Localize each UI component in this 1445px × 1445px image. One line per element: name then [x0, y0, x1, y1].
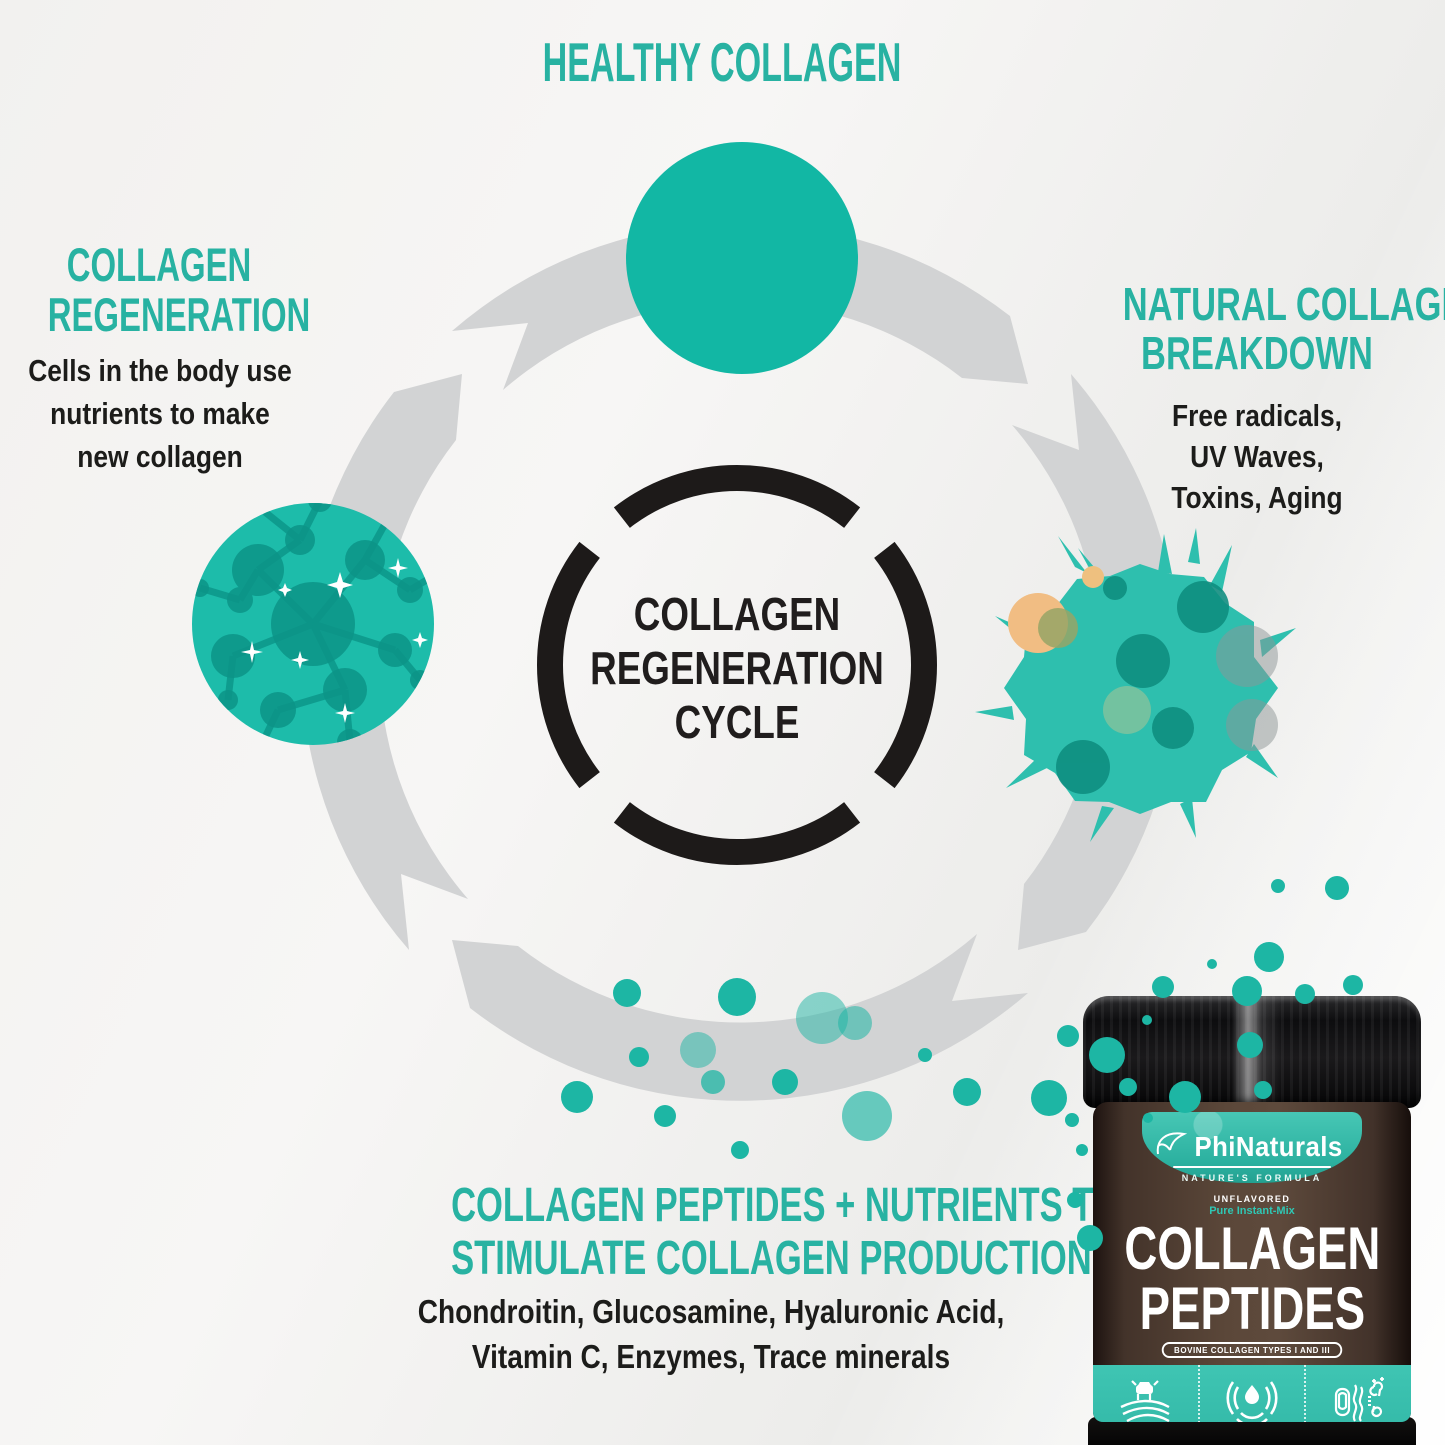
- logo-underline: [1173, 1166, 1331, 1168]
- regeneration-desc-line3: new collagen: [77, 438, 243, 474]
- molecule-circle: [192, 503, 434, 745]
- skin-hair-joints-icon: [1330, 1373, 1388, 1422]
- breakdown-desc-line2: UV Waves,: [1190, 438, 1324, 474]
- breakdown-splatter: [975, 528, 1296, 842]
- ingredients-line2: Vitamin C, Enzymes, Trace minerals: [471, 1337, 951, 1375]
- feature-anti-aging: Supports Natural Anti-Aging: [1197, 1365, 1305, 1422]
- cow-pasture-icon: [1117, 1373, 1173, 1422]
- jar-lid: [1083, 996, 1421, 1108]
- breakdown-title-line2: BREAKDOWN: [1141, 327, 1373, 380]
- mix-label: Pure Instant-Mix: [1209, 1205, 1295, 1217]
- droplet-ripple-icon: [1223, 1373, 1281, 1422]
- features-band: Grass Fed & Pasture Raised: [1093, 1365, 1411, 1422]
- cycle-title-line2: REGENERATION: [590, 641, 884, 694]
- cycle-center-title: COLLAGEN REGENERATION CYCLE: [575, 588, 898, 749]
- feature-skin-hair-joints: Supports Skin, Hair, Joints, & More: [1304, 1365, 1411, 1422]
- cycle-title-line3: CYCLE: [674, 695, 800, 748]
- product-jar: PhiNaturals NATURE'S FORMULA UNFLAVORED …: [1083, 996, 1423, 1445]
- peptides-title-line1: COLLAGEN PEPTIDES + NUTRIENTS THAT: [451, 1179, 1162, 1232]
- breakdown-title-line1: NATURAL COLLAGEN: [1122, 278, 1445, 330]
- brand-banner: PhiNaturals NATURE'S FORMULA: [1142, 1112, 1362, 1183]
- regeneration-description: Cells in the body use nutrients to make …: [24, 350, 296, 478]
- jar-label: PhiNaturals NATURE'S FORMULA UNFLAVORED …: [1093, 1102, 1411, 1422]
- peptides-ingredients: Chondroitin, Glucosamine, Hyaluronic Aci…: [404, 1290, 1018, 1380]
- product-name-line2: PEPTIDES: [1139, 1275, 1365, 1342]
- peptides-nutrients-title: COLLAGEN PEPTIDES + NUTRIENTS THAT STIMU…: [451, 1179, 1162, 1286]
- healthy-collagen-circle: [626, 142, 858, 374]
- breakdown-title: NATURAL COLLAGEN BREAKDOWN: [1122, 278, 1445, 380]
- regeneration-desc-line2: nutrients to make: [50, 395, 270, 431]
- cycle-title-line1: COLLAGEN: [633, 588, 841, 640]
- brand-tagline: NATURE'S FORMULA: [1181, 1173, 1323, 1183]
- regeneration-title: COLLAGEN REGENERATION: [47, 238, 311, 342]
- product-name-line1: COLLAGEN: [1124, 1215, 1380, 1282]
- breakdown-description: Free radicals, UV Waves, Toxins, Aging: [1105, 396, 1409, 519]
- regeneration-desc-line1: Cells in the body use: [28, 353, 292, 388]
- breakdown-desc-line3: Toxins, Aging: [1171, 479, 1343, 515]
- peptides-title-line2: STIMULATE COLLAGEN PRODUCTION: [451, 1231, 1092, 1285]
- bovine-collagen-badge: BOVINE COLLAGEN TYPES I AND III: [1161, 1342, 1343, 1358]
- leaf-swoosh-icon: [1154, 1128, 1188, 1163]
- regeneration-title-line1: COLLAGEN: [66, 238, 252, 291]
- feature-grass-fed: Grass Fed & Pasture Raised: [1093, 1365, 1198, 1422]
- healthy-collagen-title: HEALTHY COLLAGEN: [542, 31, 902, 93]
- sparkle-icons: [241, 558, 428, 723]
- breakdown-desc-line1: Free radicals,: [1172, 398, 1342, 433]
- ingredients-line1: Chondroitin, Glucosamine, Hyaluronic Aci…: [417, 1293, 1005, 1330]
- brand-name: PhiNaturals: [1194, 1131, 1344, 1162]
- regeneration-title-line2: REGENERATION: [47, 288, 311, 342]
- flavor-label: UNFLAVORED: [1213, 1194, 1291, 1204]
